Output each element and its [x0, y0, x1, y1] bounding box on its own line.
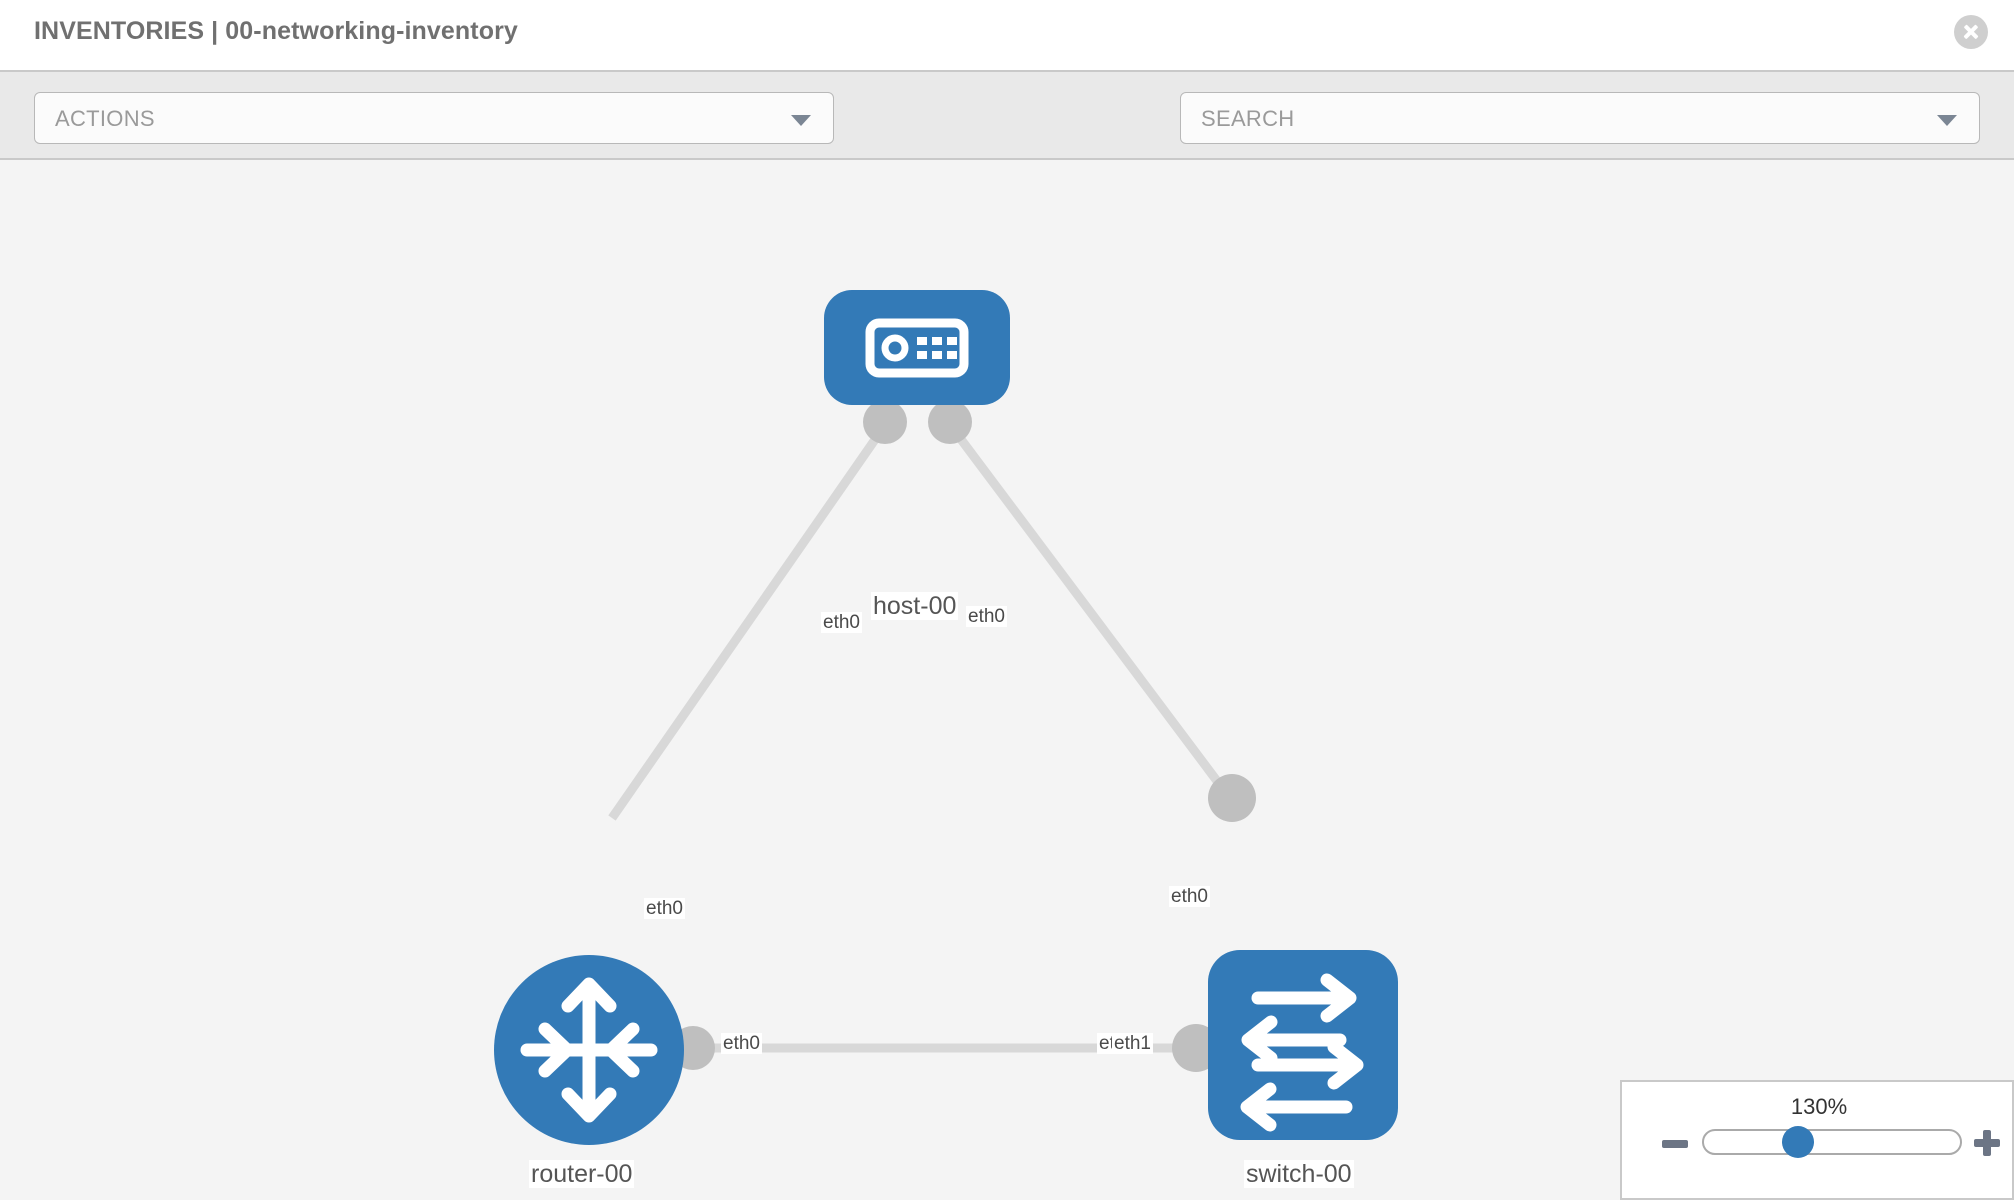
- minus-icon[interactable]: [1662, 1140, 1688, 1148]
- connector-host-right[interactable]: [928, 400, 972, 444]
- iface-label-switch-up: eth0: [1169, 886, 1210, 908]
- toolbar: ACTIONS SEARCH: [0, 70, 2014, 198]
- switch-arrows-icon: [1240, 973, 1364, 1132]
- iface-label-host-left: eth0: [821, 612, 862, 634]
- link-host-switch[interactable]: [941, 415, 1239, 808]
- topology-canvas[interactable]: host-00 router-00 switch-00 eth0 eth0 et…: [0, 160, 2014, 1200]
- topology-graph: [494, 290, 1398, 1145]
- connector-switch-top[interactable]: [1208, 774, 1256, 822]
- plus-icon[interactable]: [1974, 1130, 2000, 1156]
- link-host-router[interactable]: [608, 415, 894, 821]
- zoom-control-panel: 130%: [1620, 1080, 2014, 1200]
- node-label-switch-00: switch-00: [1244, 1160, 1354, 1188]
- chevron-down-icon: [791, 115, 811, 126]
- node-host-00[interactable]: [824, 290, 1010, 405]
- node-label-router-00: router-00: [529, 1160, 635, 1188]
- page-header: INVENTORIES | 00-networking-inventory: [0, 0, 2014, 70]
- iface-label-switch-left-b: eth1: [1112, 1033, 1153, 1055]
- zoom-slider-track[interactable]: [1702, 1129, 1962, 1155]
- search-placeholder: SEARCH: [1201, 106, 1295, 131]
- iface-label-router-right: eth0: [721, 1033, 762, 1055]
- connector-host-left[interactable]: [863, 400, 907, 444]
- iface-label-host-right: eth0: [966, 606, 1007, 628]
- actions-dropdown[interactable]: ACTIONS: [34, 92, 834, 144]
- chevron-down-icon[interactable]: [1937, 115, 1957, 126]
- node-router-00[interactable]: [494, 955, 684, 1145]
- router-arrows-icon: [520, 977, 658, 1123]
- close-icon[interactable]: [1954, 15, 1988, 49]
- zoom-level-value: 130%: [1790, 1094, 1848, 1119]
- zoom-slider-handle[interactable]: [1782, 1126, 1814, 1158]
- server-icon: [865, 318, 969, 378]
- node-switch-00[interactable]: [1208, 950, 1398, 1140]
- page-title: INVENTORIES | 00-networking-inventory: [34, 17, 518, 45]
- node-label-host-00: host-00: [871, 592, 959, 620]
- actions-dropdown-label: ACTIONS: [55, 106, 155, 131]
- iface-label-router-up: eth0: [644, 898, 685, 920]
- search-input[interactable]: SEARCH: [1180, 92, 1980, 144]
